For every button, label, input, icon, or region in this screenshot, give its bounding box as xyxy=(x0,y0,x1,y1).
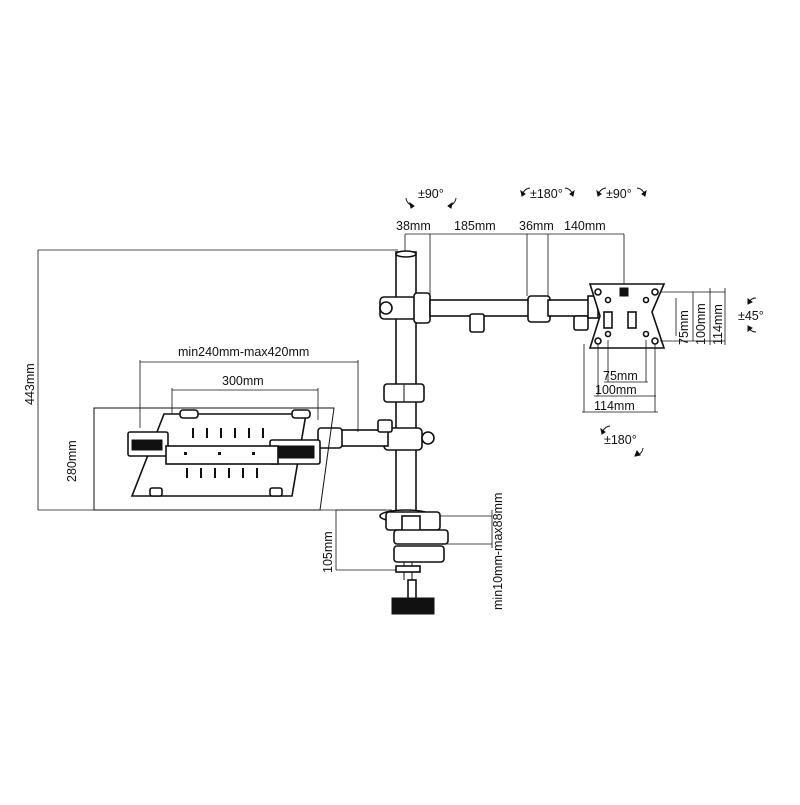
arm-dimension-lines xyxy=(404,233,625,296)
tilt-label: ±45° xyxy=(738,309,764,323)
clamp-dimension-lines xyxy=(335,509,493,571)
rotation-label-arm-right: ±90° xyxy=(606,187,632,201)
tilt-arrow-icon xyxy=(747,297,757,333)
clamp-height-label: 105mm xyxy=(321,531,335,573)
laptop-tray xyxy=(127,409,321,497)
dim-label-36: 36mm xyxy=(519,219,554,233)
desk-clamp xyxy=(379,509,449,615)
vesa-label-h100: 100mm xyxy=(595,383,637,397)
vesa-plate xyxy=(588,283,666,349)
laptop-tray-outline xyxy=(93,360,359,511)
rotate-arrow-icon-plate xyxy=(600,425,644,457)
tray-width-label: 300mm xyxy=(222,374,264,388)
vesa-label-h75: 75mm xyxy=(603,369,638,383)
vesa-label-h114: 114mm xyxy=(594,399,635,413)
upper-arm xyxy=(379,286,620,333)
tray-width-range-label: min240mm-max420mm xyxy=(178,345,309,359)
tray-depth-label: 280mm xyxy=(65,440,79,482)
vesa-label-v75: 75mm xyxy=(677,310,691,345)
vesa-vertical-dimensions xyxy=(660,288,726,345)
dim-label-38: 38mm xyxy=(396,219,431,233)
vesa-label-v100: 100mm xyxy=(694,303,708,345)
pole-height-label: 443mm xyxy=(23,363,37,405)
dim-label-185: 185mm xyxy=(454,219,496,233)
rotate-arrow-icon-mid xyxy=(520,187,575,197)
vesa-horizontal-dimensions xyxy=(582,340,658,413)
rotate-arrow-icon-left xyxy=(405,197,457,209)
desk-thickness-label: min10mm-max88mm xyxy=(491,493,505,610)
rotation-label-arm-mid: ±180° xyxy=(530,187,563,201)
dim-label-140: 140mm xyxy=(564,219,606,233)
pole-collar xyxy=(383,383,425,403)
rotate-arrow-icon-right xyxy=(596,187,647,197)
pole xyxy=(395,250,417,515)
rotate-label-plate: ±180° xyxy=(604,433,637,447)
rotation-label-arm-left: ±90° xyxy=(418,187,444,201)
vesa-label-v114: 114mm xyxy=(711,304,725,345)
